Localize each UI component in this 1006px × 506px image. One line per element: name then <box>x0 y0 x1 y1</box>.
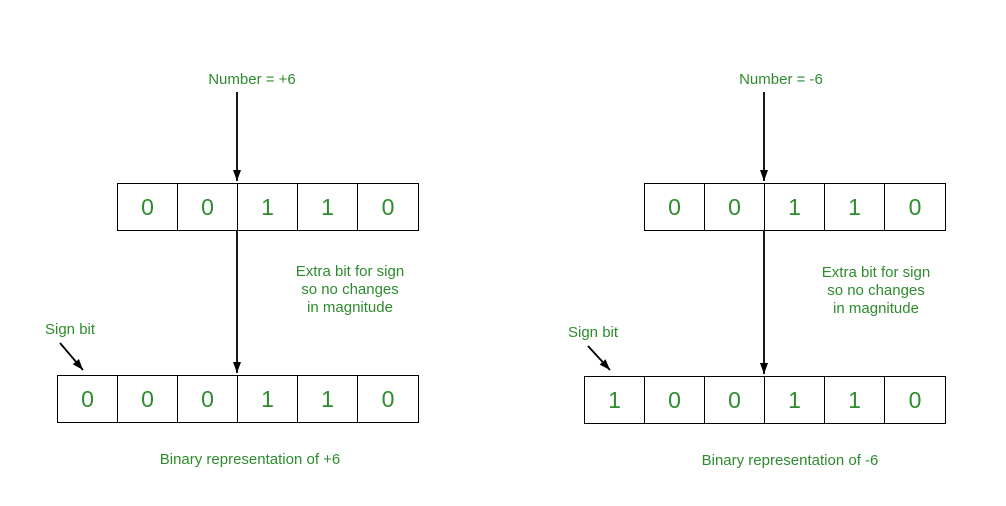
bit-cell: 1 <box>765 377 825 423</box>
bit-cell: 0 <box>118 376 178 422</box>
bit-cell: 0 <box>381 385 395 412</box>
note-line: so no changes <box>827 282 925 299</box>
bit-cell: 0 <box>381 193 395 220</box>
bit-cell: 0 <box>908 386 922 413</box>
signed-register: 1 0 0 1 1 0 <box>584 376 946 424</box>
note-line: in magnitude <box>833 300 919 317</box>
bit-cell: 0 <box>705 184 765 230</box>
bit-cell: 0 <box>645 184 705 230</box>
sign-bit-arrow-right <box>587 345 611 371</box>
number-label: Number = -6 <box>739 71 823 88</box>
bit-cell: 1 <box>298 184 358 230</box>
sign-bit-label: Sign bit <box>45 321 96 338</box>
bit-cell: 0 <box>178 376 238 422</box>
bit-cell: 1 <box>825 377 885 423</box>
magnitude-register: 0 0 1 1 0 <box>117 183 419 231</box>
bit-cell: 1 <box>825 184 885 230</box>
bit-cell: 0 <box>908 193 922 220</box>
note-line: Extra bit for sign <box>295 263 405 280</box>
bit-cell: 1 <box>765 184 825 230</box>
bit-cell: 0 <box>118 184 178 230</box>
register-caption: Binary representation of -6 <box>701 452 879 469</box>
bit-cell: 1 <box>298 376 358 422</box>
bit-cell: 1 <box>238 184 298 230</box>
number-label: Number = +6 <box>208 71 296 88</box>
extra-bit-note: Extra bit for sign so no changes in magn… <box>270 263 430 317</box>
extra-bit-note: Extra bit for sign so no changes in magn… <box>796 264 956 318</box>
register-caption: Binary representation of +6 <box>159 451 341 468</box>
bit-cell: 0 <box>178 184 238 230</box>
bit-cell: 0 <box>645 377 705 423</box>
sign-bit-cell: 0 <box>58 376 118 422</box>
note-line: in magnitude <box>307 299 393 316</box>
note-line: so no changes <box>301 281 399 298</box>
bit-cell: 0 <box>705 377 765 423</box>
bit-cell: 1 <box>238 376 298 422</box>
signed-register: 0 0 0 1 1 0 <box>57 375 419 423</box>
sign-bit-arrow-left <box>59 342 84 371</box>
magnitude-register: 0 0 1 1 0 <box>644 183 946 231</box>
sign-bit-cell: 1 <box>585 377 645 423</box>
note-line: Extra bit for sign <box>821 264 931 281</box>
sign-bit-label: Sign bit <box>568 324 619 341</box>
